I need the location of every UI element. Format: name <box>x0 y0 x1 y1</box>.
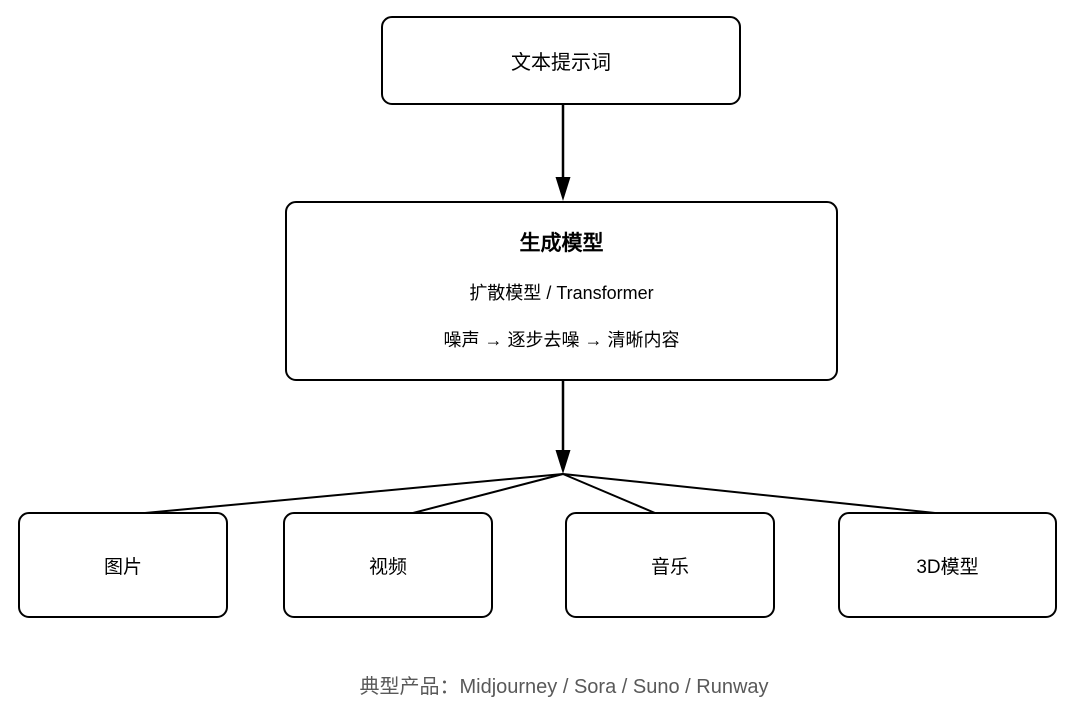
fan-line-to-image <box>144 473 564 514</box>
node-generative-model-title: 生成模型 <box>519 232 604 255</box>
node-output-video: 视频 <box>283 512 493 618</box>
fan-line-to-video <box>412 473 564 514</box>
node-output-video-label: 视频 <box>368 556 407 578</box>
node-text-prompt: 文本提示词 <box>381 16 741 105</box>
fanout-lines <box>144 473 936 514</box>
node-output-image: 图片 <box>18 512 228 618</box>
fan-line-to-3d <box>562 473 936 514</box>
node-output-3d-model: 3D模型 <box>838 512 1057 618</box>
node-output-3d-model-label: 3D模型 <box>916 556 979 578</box>
arrowhead-down-icon <box>555 450 571 474</box>
arrowhead-down-icon <box>555 177 571 201</box>
node-generative-model-subtitle: 扩散模型 / Transformer <box>469 283 654 303</box>
node-text-prompt-label: 文本提示词 <box>511 52 611 74</box>
node-generative-model: 生成模型 扩散模型 / Transformer 噪声 → 逐步去噪 → 清晰内容 <box>285 201 838 381</box>
arrow-down-top-to-model <box>555 105 571 201</box>
arrow-down-model-to-fanout <box>555 381 571 474</box>
typical-products-caption: 典型产品：Midjourney / Sora / Suno / Runway <box>359 676 769 698</box>
node-output-music-label: 音乐 <box>650 556 689 578</box>
node-output-image-label: 图片 <box>103 556 142 578</box>
node-generative-model-process: 噪声 → 逐步去噪 → 清晰内容 <box>443 330 680 350</box>
node-output-music: 音乐 <box>565 512 775 618</box>
fan-line-to-music <box>562 473 656 514</box>
